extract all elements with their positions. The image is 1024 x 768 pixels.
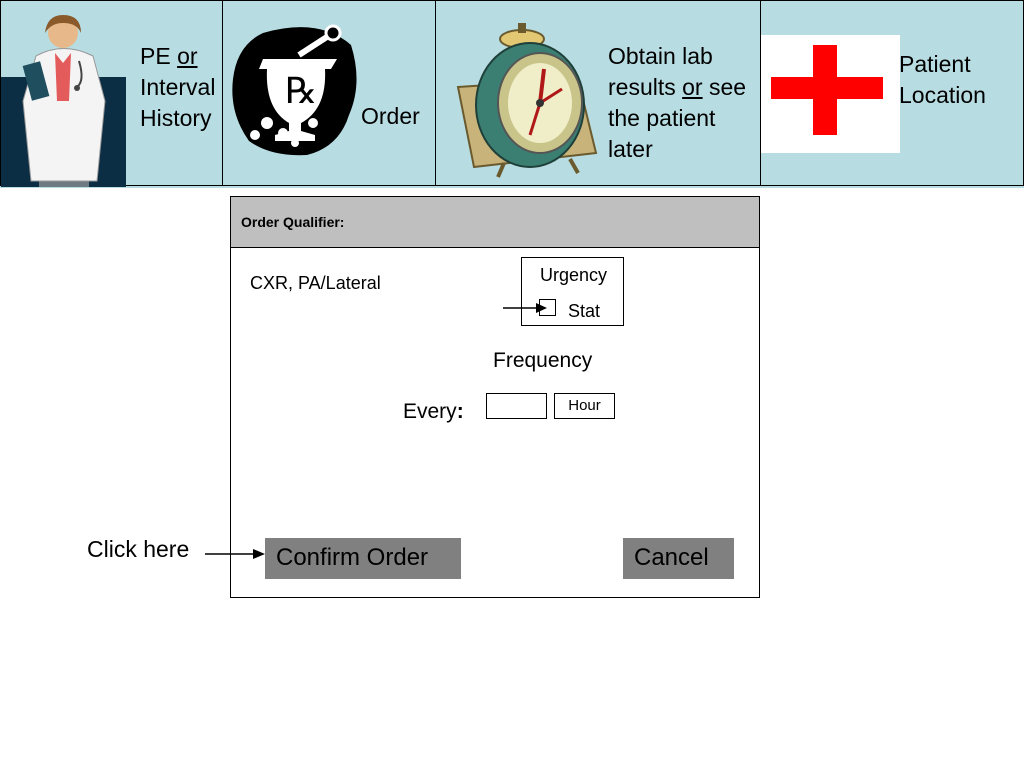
stat-pointer-arrow (503, 303, 547, 313)
rx-symbol: ℞ (285, 71, 317, 111)
patient-location-step[interactable]: Patient Location (760, 0, 1024, 186)
order-qualifier-dialog: Order Qualifier: CXR, PA/Lateral Urgency… (230, 196, 760, 598)
order-item-label: CXR, PA/Lateral (250, 273, 381, 293)
cancel-button[interactable]: Cancel (623, 538, 734, 579)
dialog-header: Order Qualifier: (231, 197, 759, 248)
order-label: Order (361, 103, 420, 129)
pe-history-step[interactable]: PE or Interval History (0, 0, 223, 187)
lab-results-label: Obtain lab results or see the patient la… (608, 43, 747, 162)
every-value-input[interactable] (486, 393, 547, 419)
click-here-annotation: Click here (87, 536, 190, 562)
urgency-label: Urgency (540, 265, 608, 285)
pe-history-label: PE or Interval History (140, 43, 216, 131)
red-cross-icon (761, 35, 900, 153)
stat-label: Stat (568, 301, 601, 321)
frequency-unit-select[interactable]: Hour (554, 393, 615, 419)
doctor-icon (1, 15, 126, 187)
dialog-title: Order Qualifier: (241, 214, 345, 230)
patient-location-label: Patient Location (899, 51, 986, 108)
urgency-box: Urgency Stat (521, 257, 624, 326)
mortar-pestle-rx-icon: ℞ (232, 24, 357, 156)
workflow-toolbar: PE or Interval History ℞ Order (0, 0, 1024, 188)
click-here-arrow (205, 549, 265, 559)
confirm-order-button[interactable]: Confirm Order (265, 538, 461, 579)
order-step[interactable]: ℞ Order (222, 0, 436, 186)
alarm-clock-icon (456, 23, 598, 178)
lab-results-step[interactable]: Obtain lab results or see the patient la… (435, 0, 761, 186)
every-label: Every: (403, 400, 464, 423)
frequency-label: Frequency (493, 349, 593, 372)
